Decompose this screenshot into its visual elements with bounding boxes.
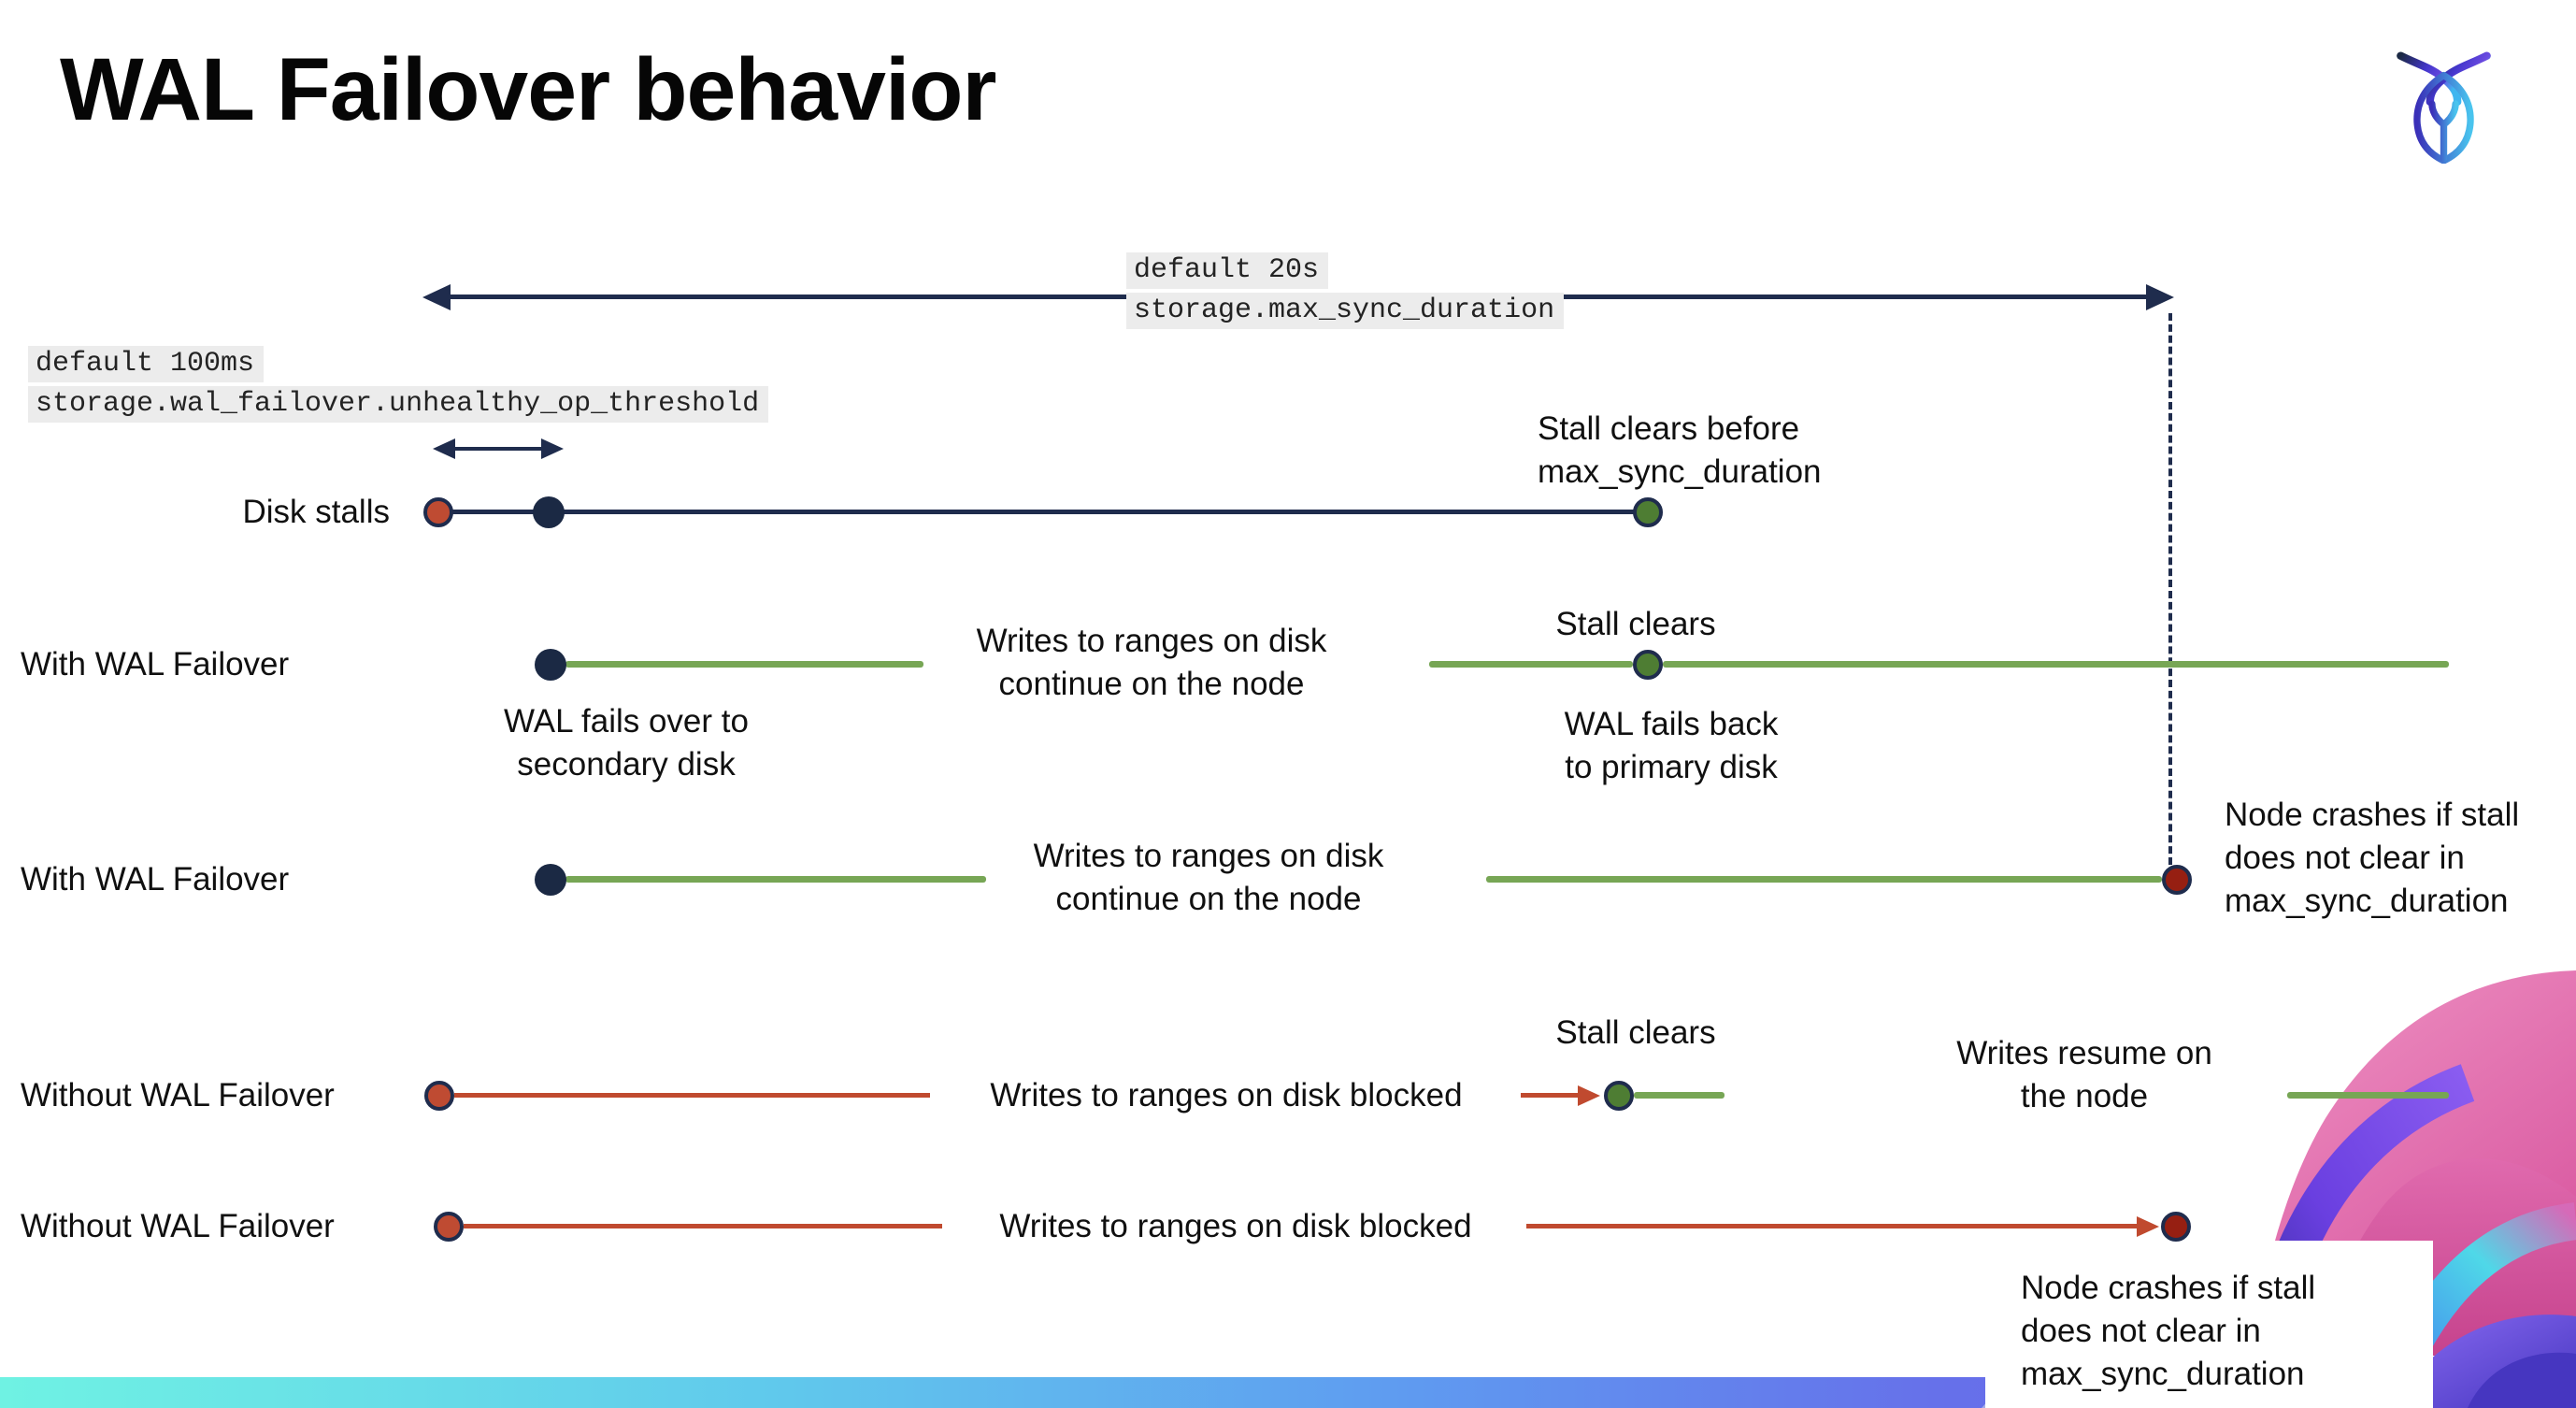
writes-continue-note-row2: Writes to ranges on disk continue on the… — [976, 623, 1327, 702]
green-line-row2-c — [1663, 661, 2449, 668]
failover-dot-row3 — [535, 864, 566, 896]
green-line-row3-a — [565, 876, 986, 883]
max-sync-default-label: default 20s — [1126, 252, 1329, 289]
green-line-row4-b — [2287, 1092, 2449, 1099]
stall-clears-dot-row1 — [1633, 497, 1663, 527]
threshold-reached-dot — [533, 496, 565, 528]
red-line-row4-a — [454, 1093, 930, 1098]
max-sync-setting-label: storage.max_sync_duration — [1126, 293, 1565, 329]
stall-clears-note-row4: Stall clears — [1555, 1014, 1716, 1051]
stall-clears-dot-row2 — [1633, 650, 1663, 680]
threshold-default-label: default 100ms — [28, 346, 265, 382]
green-line-row2-a — [565, 661, 923, 668]
disk-stall-dot-row4 — [424, 1081, 454, 1111]
disk-stalls-timeline — [438, 510, 1648, 514]
writes-resume-note: Writes resume on the node — [1956, 1035, 2212, 1114]
row-label-with-wal-failover-2: With WAL Failover — [21, 861, 290, 898]
threshold-arrow-line — [451, 447, 542, 451]
row-label-disk-stalls: Disk stalls — [242, 494, 390, 530]
node-crash-dot-row5 — [2161, 1212, 2191, 1242]
node-crashes-note-row5: Node crashes if stall does not clear in … — [2021, 1270, 2316, 1392]
failover-dot-row2 — [535, 649, 566, 681]
red-arrow-head-row4-icon — [1578, 1085, 1600, 1106]
node-crashes-note-row3: Node crashes if stall does not clear in … — [2225, 797, 2520, 919]
node-crash-dot-row3 — [2162, 865, 2192, 895]
stall-clears-dot-row4 — [1604, 1081, 1634, 1111]
row-label-without-wal-failover-1: Without WAL Failover — [21, 1077, 335, 1113]
node-crashes-callout-box — [1985, 1241, 2433, 1408]
cockroachdb-logo-icon — [2397, 51, 2491, 164]
wal-fails-back-note: WAL fails back to primary disk — [1564, 706, 1779, 785]
green-line-row2-b — [1429, 661, 1633, 668]
threshold-arrow-right-head-icon — [541, 438, 564, 459]
threshold-setting-label: storage.wal_failover.unhealthy_op_thresh… — [28, 386, 769, 423]
max-sync-arrow-right-head-icon — [2146, 284, 2174, 310]
disk-stall-dot-row5 — [434, 1212, 464, 1242]
stall-clears-before-note: Stall clears before max_sync_duration — [1538, 410, 1822, 490]
writes-blocked-note-row5: Writes to ranges on disk blocked — [999, 1208, 1472, 1244]
green-line-row4-a — [1634, 1092, 1724, 1099]
stall-clears-note-row2: Stall clears — [1555, 606, 1716, 642]
unhealthy-op-threshold-config-label: default 100ms storage.wal_failover.unhea… — [28, 346, 769, 426]
green-line-row3-b — [1486, 876, 2162, 883]
writes-continue-note-row3: Writes to ranges on disk continue on the… — [1033, 838, 1384, 917]
row-label-without-wal-failover-2: Without WAL Failover — [21, 1208, 335, 1244]
disk-stall-start-dot — [423, 497, 453, 527]
red-line-row5-a — [464, 1224, 942, 1228]
red-line-row5-b — [1526, 1224, 2139, 1228]
red-line-row4-b — [1521, 1093, 1580, 1098]
red-arrow-head-row5-icon — [2137, 1216, 2159, 1237]
page-title: WAL Failover behavior — [60, 40, 996, 139]
writes-blocked-note-row4: Writes to ranges on disk blocked — [990, 1077, 1463, 1113]
threshold-arrow-left-head-icon — [433, 438, 455, 459]
max-sync-duration-config-label: default 20s storage.max_sync_duration — [1126, 252, 1565, 333]
row-label-with-wal-failover-1: With WAL Failover — [21, 646, 290, 682]
wal-fails-over-note: WAL fails over to secondary disk — [504, 703, 749, 783]
max-sync-deadline-dashed-line — [2168, 313, 2172, 865]
